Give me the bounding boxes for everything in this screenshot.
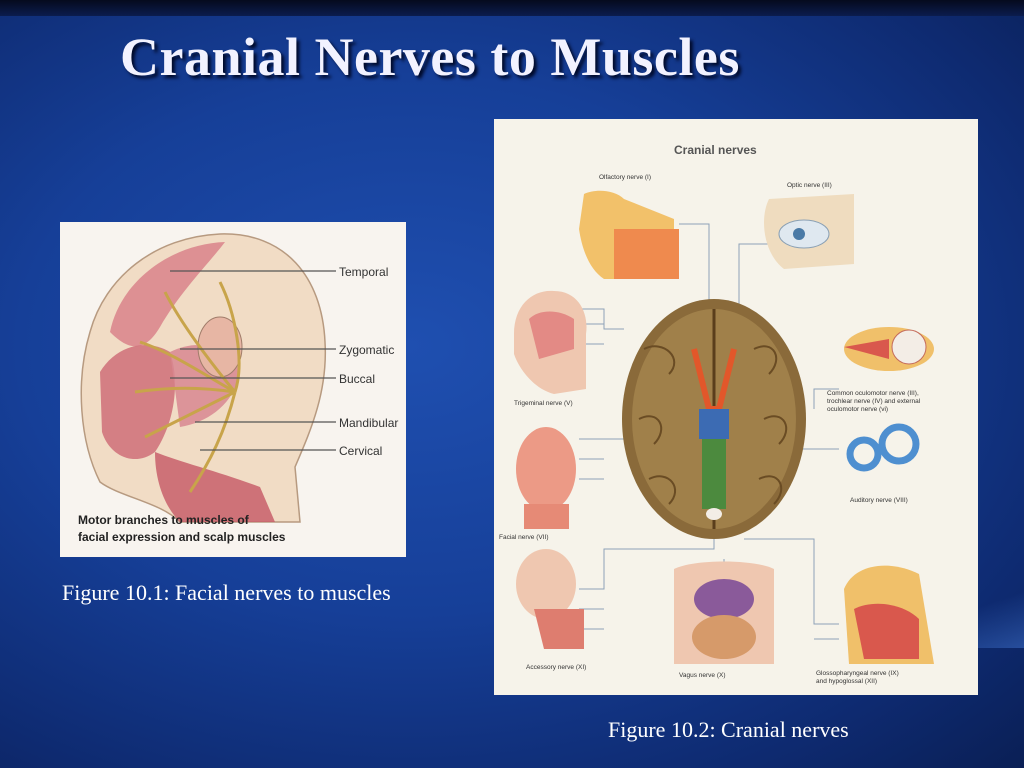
figure2-caption: Figure 10.2: Cranial nerves <box>608 717 849 742</box>
figure-cranial-nerves: Cranial nerves <box>494 119 978 695</box>
label-oculomotor-2: trochlear nerve (IV) and external <box>827 398 921 405</box>
figure2-heading: Cranial nerves <box>674 143 757 157</box>
figure1-caption: Figure 10.1: Facial nerves to muscles <box>62 580 391 605</box>
label-oculomotor-3: oculomotor nerve (vi) <box>827 406 888 413</box>
label-trigeminal: Trigeminal nerve (V) <box>514 400 573 407</box>
label-cervical: Cervical <box>339 444 382 458</box>
auditory-illustration <box>846 423 920 472</box>
label-vagus: Vagus nerve (X) <box>679 672 725 679</box>
figure-facial-nerves: Temporal Zygomatic Buccal Mandibular Cer… <box>60 222 406 557</box>
oculomotor-illustration <box>844 327 934 371</box>
olfactory-illustration <box>579 190 679 279</box>
label-oculomotor-1: Common oculomotor nerve (III), <box>827 390 919 397</box>
label-optic: Optic nerve (III) <box>787 182 832 189</box>
label-temporal: Temporal <box>339 265 388 279</box>
facial-illustration <box>516 427 576 529</box>
facial-nerves-illustration: Temporal Zygomatic Buccal Mandibular Cer… <box>60 222 406 557</box>
label-glosso-1: Glossopharyngeal nerve (IX) <box>816 670 899 677</box>
label-auditory: Auditory nerve (VIII) <box>850 497 908 504</box>
optic-illustration <box>764 194 854 269</box>
vagus-illustration <box>674 561 774 664</box>
label-mandibular: Mandibular <box>339 416 398 430</box>
label-buccal: Buccal <box>339 372 375 386</box>
trigeminal-illustration <box>514 290 587 394</box>
label-zygomatic: Zygomatic <box>339 343 394 357</box>
figure1-note-line2: facial expression and scalp muscles <box>78 530 286 544</box>
accessory-illustration <box>516 549 584 649</box>
label-facial: Facial nerve (VII) <box>499 534 549 541</box>
glossopharyngeal-illustration <box>844 565 934 664</box>
cranial-nerves-illustration: Cranial nerves <box>494 119 978 695</box>
top-bar <box>0 0 1024 16</box>
figure1-note-line1: Motor branches to muscles of <box>78 513 250 527</box>
label-olfactory: Olfactory nerve (I) <box>599 174 651 181</box>
label-accessory: Accessory nerve (XI) <box>526 664 586 671</box>
slide-title: Cranial Nerves to Muscles <box>120 27 740 87</box>
brain-illustration <box>622 299 806 539</box>
label-glosso-2: and hypoglossal (XII) <box>816 678 877 685</box>
